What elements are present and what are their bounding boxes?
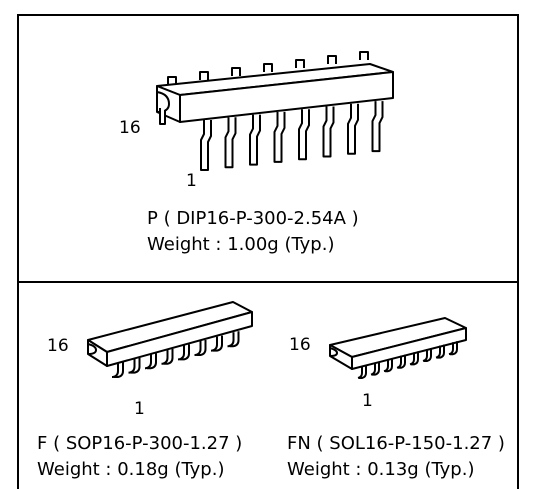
dip-lead xyxy=(371,101,384,153)
sop-lead xyxy=(128,357,141,374)
sop-lead xyxy=(227,331,240,348)
dip-lead xyxy=(224,117,237,169)
dip-package-name: P ( DIP16-P-300-2.54A ) xyxy=(147,208,359,229)
sol-lead xyxy=(422,348,432,362)
dip-pin-16-label: 16 xyxy=(119,118,141,138)
dip-lead xyxy=(249,114,261,166)
outer-frame xyxy=(17,14,519,489)
dip-lead xyxy=(322,106,335,158)
dip-lead xyxy=(298,109,310,161)
sol-package-name: FN ( SOL16-P-150-1.27 ) xyxy=(287,433,505,454)
sop-lead xyxy=(145,353,157,370)
sol-lead xyxy=(357,365,367,379)
dip-lead xyxy=(273,111,286,163)
sop-pin-16-label: 16 xyxy=(47,336,69,356)
sop-weight: Weight : 0.18g (Typ.) xyxy=(37,459,225,480)
sop-lead xyxy=(112,362,124,378)
sol-lead xyxy=(448,341,458,356)
sol-lead xyxy=(383,358,393,373)
sop-lead xyxy=(194,340,207,356)
sol-weight: Weight : 0.13g (Typ.) xyxy=(287,459,475,480)
dip-pin-1-label: 1 xyxy=(186,171,197,191)
sop-lead xyxy=(161,348,174,365)
sop-lead xyxy=(178,344,190,361)
section-divider xyxy=(19,281,517,283)
dip-lead xyxy=(200,120,212,171)
sol-lead xyxy=(435,344,445,359)
sol-pin-1-label: 1 xyxy=(362,391,373,411)
dip-lead xyxy=(347,103,359,155)
sop-package-name: F ( SOP16-P-300-1.27 ) xyxy=(37,433,243,454)
dip-weight: Weight : 1.00g (Typ.) xyxy=(147,234,335,255)
sol-lead xyxy=(409,351,419,366)
sop-lead xyxy=(211,335,223,352)
sol-lead xyxy=(370,361,380,376)
sop-pin-1-label: 1 xyxy=(134,399,145,419)
sol-lead xyxy=(396,354,406,369)
sol-pin-16-label: 16 xyxy=(289,335,311,355)
